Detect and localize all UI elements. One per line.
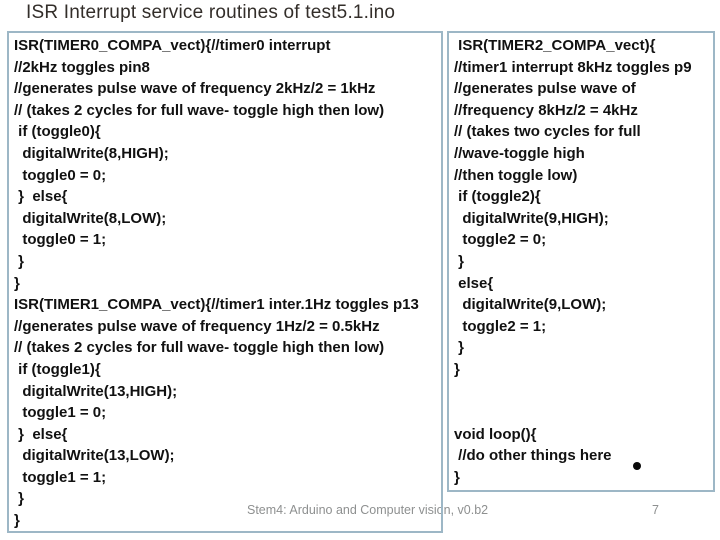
- slide-title: ISR Interrupt service routines of test5.…: [26, 2, 396, 23]
- code-box-timer0-timer1: ISR(TIMER0_COMPA_vect){//timer0 interrup…: [7, 31, 443, 533]
- code-text-left: ISR(TIMER0_COMPA_vect){//timer0 interrup…: [14, 37, 419, 530]
- code-text-right: ISR(TIMER2_COMPA_vect){ //timer1 interru…: [454, 37, 692, 486]
- code-box-timer2-loop: ISR(TIMER2_COMPA_vect){ //timer1 interru…: [447, 31, 715, 492]
- footer-text: Stem4: Arduino and Computer vision, v0.b…: [247, 503, 489, 517]
- page-number: 7: [652, 503, 659, 517]
- bullet-point: [633, 462, 641, 470]
